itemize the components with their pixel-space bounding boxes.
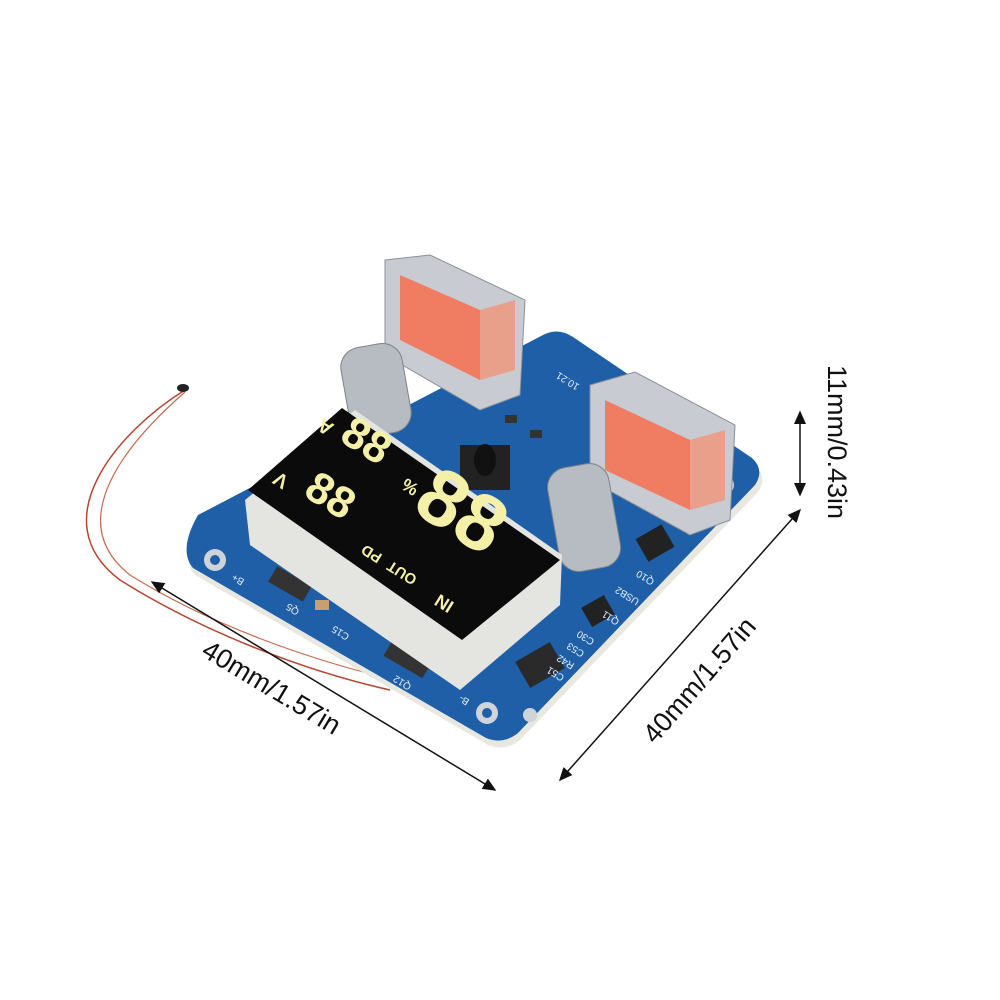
thermistor-probe (177, 384, 189, 392)
width-right-label: 40mm/1.57in (637, 611, 762, 748)
width-left-label: 40mm/1.57in (197, 634, 346, 740)
usb-a-port-left (384, 254, 526, 411)
width-left-arrow (150, 581, 497, 791)
height-label: 11mm/0.43in (822, 365, 852, 519)
usb-a-port-right (589, 371, 736, 536)
width-right-arrow (559, 508, 801, 782)
